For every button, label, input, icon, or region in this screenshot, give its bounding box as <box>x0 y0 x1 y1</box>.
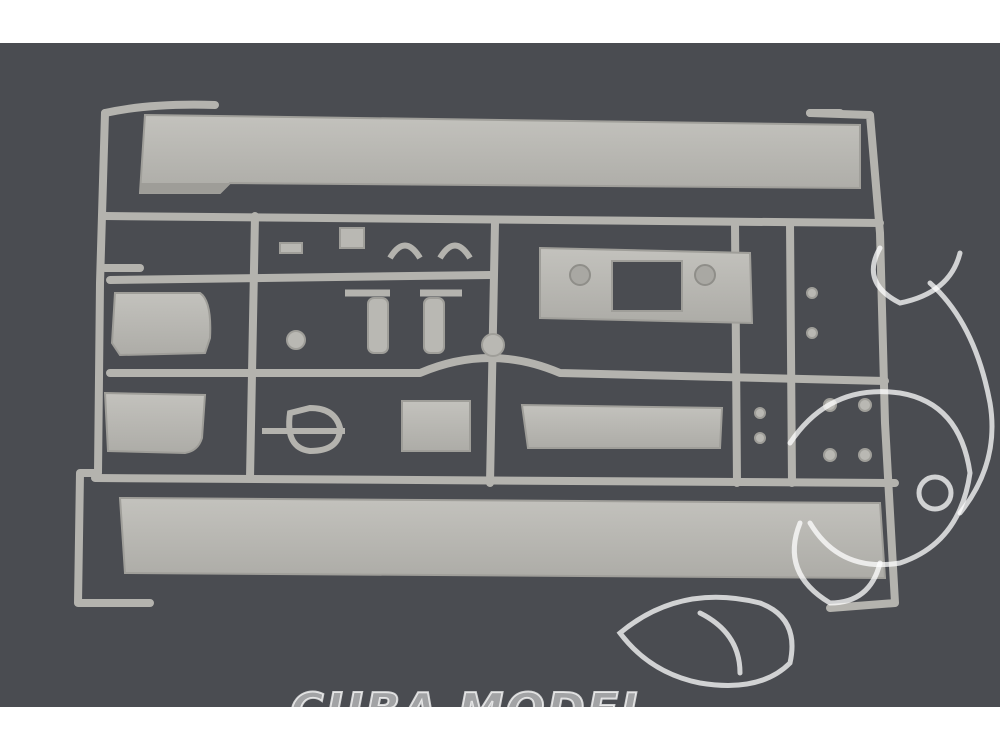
dragon-head-logo <box>616 245 995 688</box>
top-fender-part <box>138 113 861 194</box>
watermark-text: CUBA MODEL <box>289 682 652 707</box>
product-photo: CUBA MODEL <box>0 43 1000 707</box>
deck-plate-part <box>539 246 754 325</box>
small-panel-part <box>401 400 471 452</box>
sprue-illustration <box>74 100 995 688</box>
sprue-frame <box>74 100 899 612</box>
small-parts <box>279 227 872 462</box>
engine-deck-part <box>520 403 724 449</box>
left-box-parts <box>103 292 212 455</box>
oval-handle-part <box>262 404 345 455</box>
bottom-fender-part <box>118 496 887 580</box>
